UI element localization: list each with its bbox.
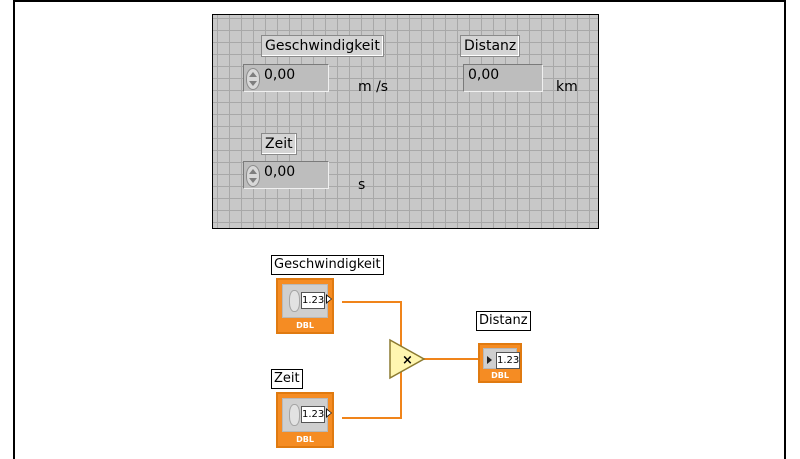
speed-wire[interactable] (342, 301, 402, 346)
time-control-label: Zeit (261, 133, 297, 155)
time-terminal[interactable]: 1.23 DBL (276, 392, 334, 448)
speed-increment-decrement-icon[interactable] (246, 68, 260, 90)
dtype-badge: DBL (491, 371, 509, 380)
speed-value[interactable]: 0,00 (264, 67, 296, 83)
multiply-function[interactable] (389, 338, 426, 380)
distance-value: 0,00 (468, 67, 500, 83)
arrow-down-icon[interactable] (249, 81, 257, 86)
speed-control[interactable]: 0,00 (243, 64, 329, 92)
input-arrow-icon (487, 356, 492, 364)
distance-indicator-label: Distanz (460, 35, 521, 57)
terminal-body: 1.23 (282, 398, 332, 432)
distance-terminal[interactable]: 1.23 DBL (478, 343, 522, 383)
terminal-body: 1.23 (483, 348, 520, 369)
speed-terminal-label: Geschwindigkeit (271, 255, 384, 275)
spinner-icon (289, 290, 300, 312)
spinner-icon (289, 404, 300, 426)
arrow-up-icon[interactable] (249, 72, 257, 77)
speed-terminal[interactable]: 1.23 DBL (276, 278, 334, 334)
time-unit: s (358, 177, 366, 193)
multiply-icon: × (402, 353, 413, 368)
dtype-badge: DBL (296, 435, 314, 444)
distance-terminal-label: Distanz (476, 311, 531, 331)
terminal-value: 1.23 (496, 352, 520, 369)
output-arrow-icon (326, 294, 332, 304)
distance-indicator: 0,00 (463, 64, 543, 92)
arrow-down-icon[interactable] (249, 178, 257, 183)
window-frame (13, 0, 786, 459)
terminal-value: 1.23 (301, 406, 325, 423)
speed-control-label: Geschwindigkeit (261, 35, 384, 57)
front-panel: Geschwindigkeit 0,00 m /s Distanz 0,00 k… (212, 14, 599, 229)
terminal-value: 1.23 (301, 292, 325, 309)
speed-unit: m /s (358, 79, 389, 95)
terminal-body: 1.23 (282, 284, 332, 318)
arrow-up-icon[interactable] (249, 169, 257, 174)
dtype-badge: DBL (296, 321, 314, 330)
distance-unit: km (556, 79, 578, 95)
time-control[interactable]: 0,00 (243, 161, 329, 189)
time-terminal-label: Zeit (271, 369, 303, 389)
time-value[interactable]: 0,00 (264, 164, 296, 180)
output-arrow-icon (326, 408, 332, 418)
time-wire[interactable] (342, 372, 402, 419)
time-increment-decrement-icon[interactable] (246, 165, 260, 187)
